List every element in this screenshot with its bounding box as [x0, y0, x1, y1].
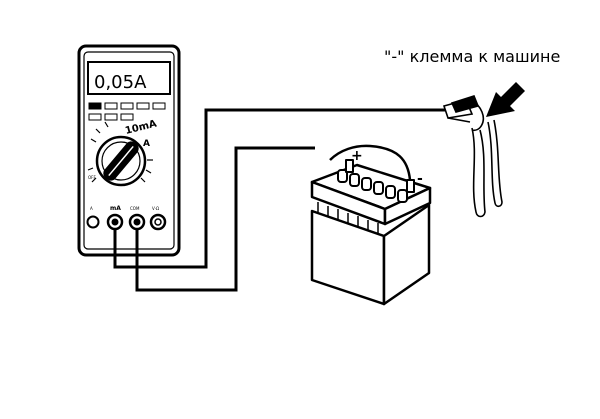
off-label: OFF	[88, 175, 96, 180]
clamp-label: "-" клемма к машине	[384, 47, 561, 66]
multimeter-inner-frame	[83, 51, 175, 250]
button-8[interactable]	[120, 113, 134, 121]
pointer-arrow-icon	[486, 82, 525, 117]
battery-negative-cable	[329, 144, 412, 181]
jack-label-a: A	[90, 206, 93, 211]
jack-a[interactable]	[86, 215, 100, 229]
button-7[interactable]	[104, 113, 118, 121]
jack-label-com: COM	[130, 206, 140, 211]
jack-v[interactable]	[149, 213, 167, 231]
car-battery	[310, 159, 432, 306]
battery-side	[382, 203, 431, 306]
battery-front	[310, 209, 386, 306]
multimeter-display-value: 0,05A	[94, 72, 147, 93]
battery-plus-sign: +	[351, 148, 363, 164]
jack-v-core	[154, 218, 162, 226]
multimeter-display	[87, 61, 171, 95]
button-3[interactable]	[120, 102, 134, 110]
black-button[interactable]	[88, 102, 102, 110]
range-label: 10mA	[124, 118, 158, 136]
jack-ma-core	[111, 218, 119, 226]
range-unit-label: A	[143, 139, 150, 149]
input-jacks	[86, 213, 167, 231]
test-leads	[113, 108, 445, 292]
dial-ticks	[87, 121, 153, 183]
battery-terminal-minus	[406, 179, 415, 193]
rotary-dial-inner	[101, 141, 141, 181]
lead-ma-to-clamp	[113, 108, 445, 269]
cell-caps	[337, 169, 408, 203]
alligator-clamp	[442, 95, 480, 123]
lead-com-to-battery	[135, 146, 315, 292]
battery-minus-sign: -	[417, 171, 423, 187]
multimeter-body	[77, 44, 181, 257]
jack-com-core	[133, 218, 141, 226]
car-ground-cable	[461, 100, 503, 218]
button-6[interactable]	[88, 113, 102, 121]
jack-label-ma: mA	[110, 205, 121, 212]
battery-terminal-plus	[345, 159, 354, 173]
button-4[interactable]	[136, 102, 150, 110]
jack-label-v: V·Ω	[152, 206, 159, 211]
button-5[interactable]	[152, 102, 166, 110]
dial-pointer	[103, 141, 139, 181]
button-2[interactable]	[104, 102, 118, 110]
battery-lid-side	[383, 186, 432, 226]
